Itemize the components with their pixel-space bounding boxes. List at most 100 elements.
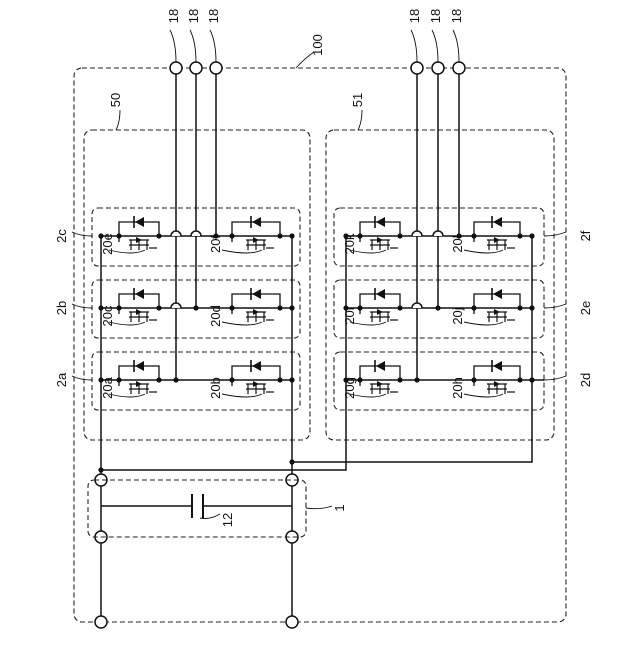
terminal-leader [190,30,196,62]
junction-dot [471,305,476,310]
output-terminal [453,62,465,74]
junction-dot [116,305,121,310]
junction-dot [289,459,294,464]
output-terminal [411,62,423,74]
module-right-boundary [326,130,554,440]
rail-terminals [95,474,298,628]
leg-2b-leader [72,304,92,308]
module-left-label: 50 [108,93,123,107]
leg-2f-leader [544,232,566,236]
capacitor-unit-leader [306,506,332,509]
diode-symbol [376,289,385,299]
wire-crossover [171,303,181,308]
junction-dot [517,305,522,310]
leg-box-2a [92,352,300,410]
diode-symbol [376,217,385,227]
diode-symbol [493,361,502,371]
diode-symbol [252,217,261,227]
capacitor-unit-label: 1 [332,504,347,511]
wire-crossover [412,303,422,308]
terminal-leader [170,30,176,62]
diode-symbol [376,361,385,371]
diode-symbol [493,217,502,227]
switch-label-20h: 20h [450,377,465,399]
switch-label-20g: 20g [342,377,357,399]
junction-dot [397,305,402,310]
wire-crossover [191,231,201,236]
capacitor-unit-boundary [88,480,306,537]
junction-dot [397,233,402,238]
leg-2c-leader [72,232,92,236]
switch-label-20d: 20d [208,305,223,327]
leg-2a-label: 2a [54,372,69,387]
terminal-circle [95,616,107,628]
switch-leader [464,250,503,253]
junction-dot [98,467,103,472]
junction-dot [357,305,362,310]
junction-dot [277,377,282,382]
switch-label-20c: 20c [100,305,115,326]
leg-2e-leader [544,304,566,308]
module-right-leader [358,110,362,130]
terminal-circle [286,616,298,628]
switch-label-20i: 20i [342,307,357,324]
switch-leader [222,394,262,397]
switch-label-20a: 20a [100,376,115,398]
switch-label-20f: 20f [208,235,223,253]
diode-symbol [252,361,261,371]
junction-dot [414,377,419,382]
junction-dot [116,233,121,238]
switch-label-20k: 20k [342,233,357,254]
switch-leader [222,250,262,253]
leg-box-2f [334,208,544,266]
junction-dot [193,305,198,310]
switch-label-20l: 20l [450,235,465,252]
junction-dot [277,305,282,310]
junction-dot [435,305,440,310]
junction-dot [116,377,121,382]
diode-symbol [135,289,144,299]
output-terminal [190,62,202,74]
junction-dot [277,233,282,238]
wire-crossover [171,231,181,236]
leg-2c-label: 2c [54,229,69,243]
terminal-label: 18 [449,9,464,23]
switch-label-20b: 20b [208,377,223,399]
junction-dot [471,377,476,382]
device-label: 100 [310,34,325,56]
module-left-boundary [84,130,310,440]
junction-dot [517,233,522,238]
terminal-label: 18 [206,9,221,23]
switch-leader [464,394,503,397]
switch-label-20e: 20e [100,233,115,255]
switch-leader [222,322,262,325]
output-terminal [210,62,222,74]
terminal-leader [210,30,216,62]
right-bus-negative [101,380,346,470]
junction-dot [173,377,178,382]
leg-2d-label: 2d [578,373,593,387]
terminal-label: 18 [166,9,181,23]
junction-dot [289,377,294,382]
capacitor-label: 12 [220,513,235,527]
junction-dot [229,377,234,382]
output-terminal [432,62,444,74]
leg-2e-label: 2e [578,301,593,315]
switch-leader [464,322,503,325]
junction-dot [156,233,161,238]
junction-dot [357,233,362,238]
wire-crossover [433,231,443,236]
terminal-label: 18 [407,9,422,23]
switch-legs [98,216,534,473]
diode-symbol [135,217,144,227]
junction-dot [156,377,161,382]
junction-dot [289,305,294,310]
junction-dot [397,377,402,382]
junction-dot [517,377,522,382]
right-bus-positive [292,380,544,462]
terminal-label: 18 [186,9,201,23]
junction-dot [229,233,234,238]
junction-dot [289,233,294,238]
